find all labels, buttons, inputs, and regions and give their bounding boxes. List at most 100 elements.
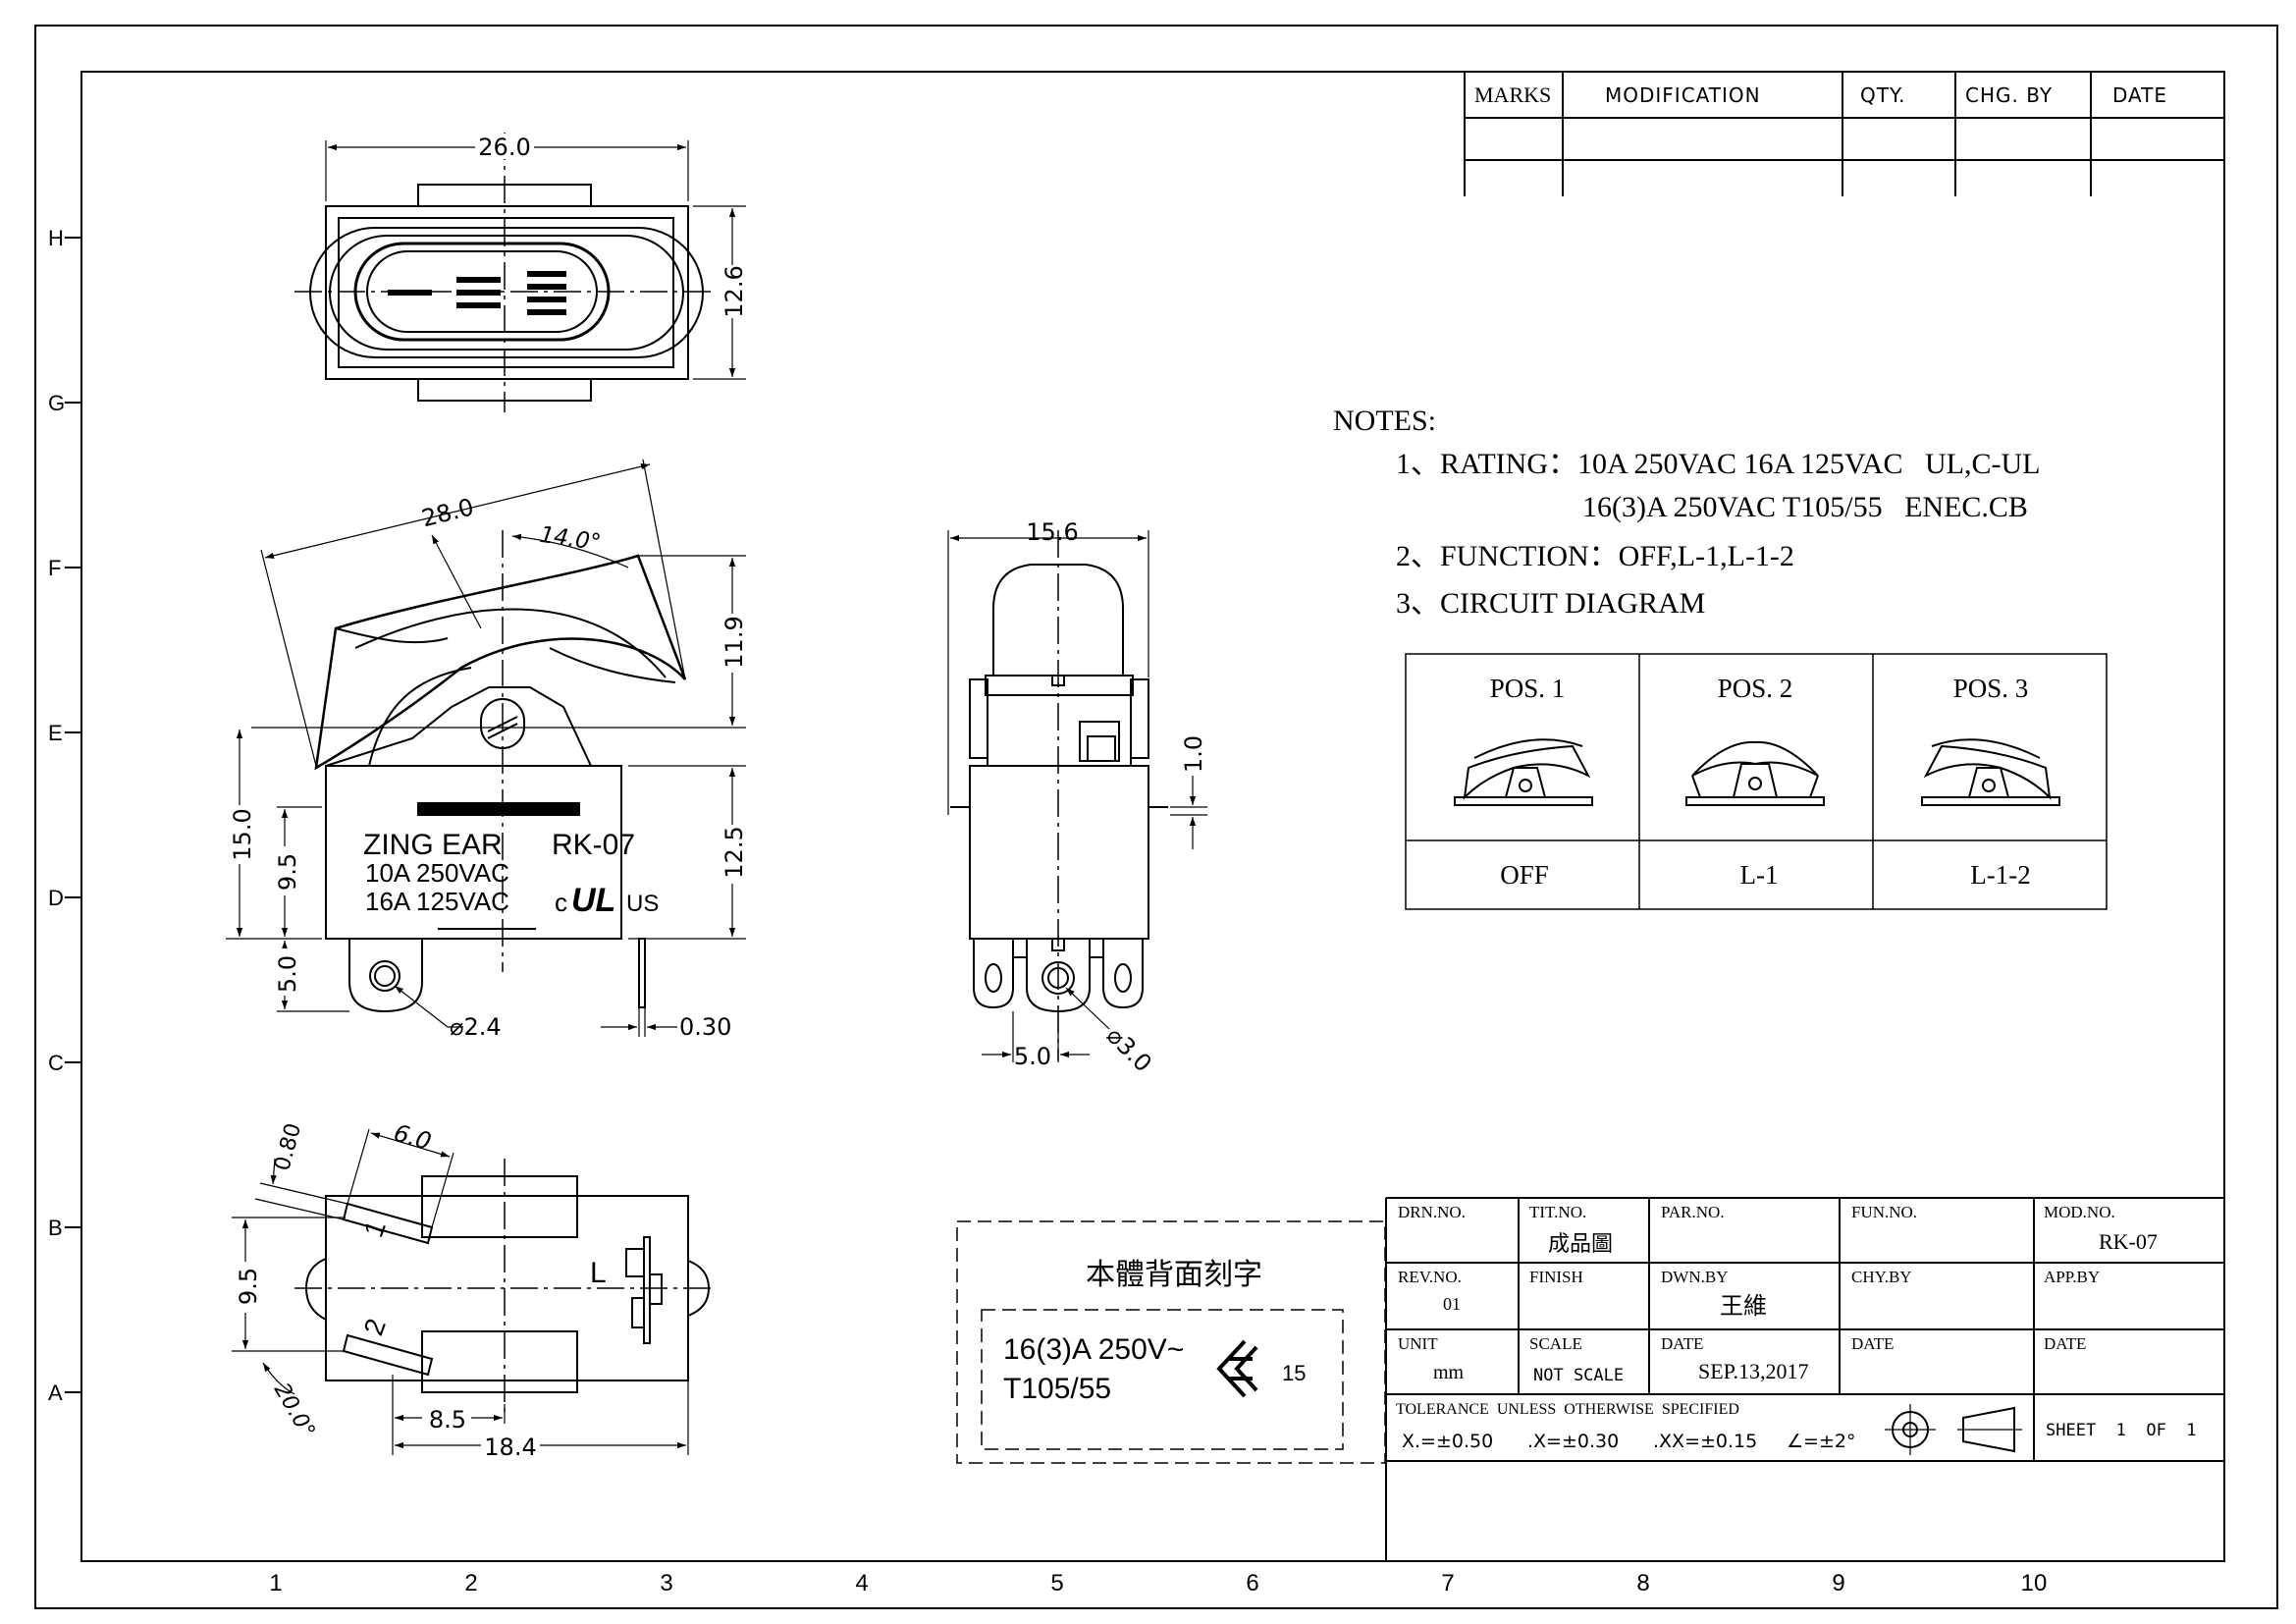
tb-finish-label: FINISH (1529, 1268, 1583, 1286)
tb-rev-no: 01 (1443, 1294, 1461, 1314)
back-marking-line-2: T105/55 (1003, 1373, 1111, 1405)
dim-front-pitch: 5.0 (1014, 1043, 1051, 1070)
grid-row-d: D (48, 886, 64, 910)
tb-tit-no-label: TIT.NO. (1529, 1203, 1586, 1221)
state-l-1: L-1 (1740, 860, 1779, 890)
dim-side-hole: ⌀2.4 (450, 1013, 502, 1041)
dim-bottom-pin-width: 6.0 (391, 1119, 434, 1156)
tb-mod-no: RK-07 (2099, 1229, 2158, 1254)
note-rating-2: 16(3)A 250VAC T105/55 ENEC.CB (1582, 491, 2028, 523)
dim-side-angle: 14.0° (538, 522, 603, 556)
dim-bottom-angle: 20.0° (269, 1380, 320, 1442)
title-block-labels: DRN.NO. TIT.NO. PAR.NO. FUN.NO. MOD.NO. … (1398, 1203, 2115, 1353)
ul-us-mark: US (626, 891, 659, 917)
note-circuit: 3、CIRCUIT DIAGRAM (1396, 587, 1705, 620)
side-view (226, 459, 746, 1037)
outer-frame (34, 25, 2278, 1609)
dim-bottom-spacing: 9.5 (235, 1268, 262, 1305)
tb-tol-angle: ∠=±2° (1787, 1431, 1855, 1452)
note-function: 2、FUNCTION：OFF,L-1,L-1-2 (1396, 540, 1794, 572)
tb-tolerance-title: TOLERANCE UNLESS OTHERWISE SPECIFIED (1396, 1401, 1739, 1418)
grid-col-4: 4 (855, 1570, 868, 1597)
tb-scale-label: SCALE (1529, 1334, 1582, 1353)
bottom-view (232, 1128, 717, 1455)
enec-mark-number: 15 (1282, 1361, 1306, 1385)
grid-row-a: A (48, 1380, 63, 1405)
tb-date3-label: DATE (2044, 1334, 2086, 1353)
label-model: RK-07 (552, 829, 635, 861)
dim-top-width: 26.0 (478, 134, 530, 161)
enec-mark-icon (1216, 1339, 1258, 1398)
tb-date2-label: DATE (1851, 1334, 1894, 1353)
dim-side-mid-height: 9.5 (274, 853, 301, 891)
state-l-1-2: L-1-2 (1970, 860, 2030, 890)
notes-title: NOTES: (1333, 405, 1436, 437)
tb-chy-by-label: CHY.BY (1851, 1268, 1912, 1286)
grid-col-1: 1 (269, 1570, 282, 1597)
grid-col-6: 6 (1246, 1570, 1258, 1597)
title-block-values: 成品圖 RK-07 01 王維 mm NOT SCALE SEP.13,2017 (1433, 1229, 2158, 1385)
ul-c-mark: c (555, 888, 567, 917)
dim-front-width: 15.6 (1026, 518, 1078, 546)
grid-col-labels: 1 2 3 4 5 6 7 8 9 10 (269, 1570, 2047, 1597)
dim-side-length: 28.0 (419, 493, 477, 532)
tb-tol-x: X.=±0.50 (1402, 1431, 1493, 1452)
grid-col-5: 5 (1050, 1570, 1063, 1597)
grid-row-labels: H G F E D C B A (48, 226, 81, 1405)
inner-frame (80, 71, 2225, 1562)
tb-tol-xx: .X=±0.30 (1527, 1431, 1619, 1452)
label-rating-2: 16A 125VAC (365, 887, 509, 916)
grid-row-b: B (48, 1216, 63, 1240)
label-brand: ZING EAR (363, 829, 503, 861)
rev-header-date: DATE (2112, 83, 2167, 107)
rev-header-qty: QTY. (1860, 83, 1905, 107)
pos-3-rocker-icon (1921, 738, 2060, 806)
dim-side-body-height: 12.5 (721, 826, 748, 878)
state-off: OFF (1500, 860, 1549, 890)
dim-side-total-height: 15.0 (229, 808, 256, 860)
dim-side-tab-height: 5.0 (274, 955, 301, 993)
circuit-diagram-labels: POS. 1 POS. 2 POS. 3 OFF L-1 L-1-2 (1490, 674, 2031, 890)
pin-2-label: 2 (358, 1315, 392, 1339)
front-view (947, 530, 1207, 1062)
grid-col-10: 10 (2021, 1570, 2048, 1597)
back-marking-title: 本體背面刻字 (1086, 1258, 1262, 1292)
dim-front-offset: 1.0 (1180, 735, 1207, 773)
pos-2-rocker-icon (1685, 740, 1825, 806)
ul-logo-icon: UL (571, 882, 615, 919)
tb-dwn-by: 王維 (1720, 1292, 1767, 1320)
notes: NOTES: 1、RATING：10A 250VAC 16A 125VAC UL… (1333, 405, 2040, 620)
tb-par-no-label: PAR.NO. (1661, 1203, 1725, 1221)
dim-top-height: 12.6 (721, 265, 748, 317)
pos-2-label: POS. 2 (1718, 674, 1793, 703)
tb-unit: mm (1433, 1362, 1465, 1383)
grid-row-h: H (48, 226, 64, 250)
grid-col-7: 7 (1441, 1570, 1454, 1597)
pos-1-label: POS. 1 (1490, 674, 1566, 703)
revision-table: MARKS MODIFICATION QTY. CHG. BY DATE (1464, 72, 2224, 196)
tb-tit-no: 成品圖 (1548, 1232, 1613, 1257)
rev-header-chg-by: CHG. BY (1965, 83, 2053, 107)
grid-col-3: 3 (660, 1570, 672, 1597)
tb-mod-no-label: MOD.NO. (2044, 1203, 2115, 1221)
tb-date1-label: DATE (1661, 1334, 1703, 1353)
grid-row-c: C (48, 1051, 64, 1075)
dim-side-rocker-height: 11.9 (721, 616, 748, 668)
grid-row-e: E (48, 721, 63, 745)
grid-row-g: G (48, 391, 65, 415)
terminal-l-label: L (590, 1257, 607, 1289)
dim-bottom-b: 18.4 (484, 1434, 536, 1461)
tb-fun-no-label: FUN.NO. (1851, 1203, 1917, 1221)
dim-bottom-a: 8.5 (429, 1406, 466, 1434)
pos-3-label: POS. 3 (1953, 674, 2029, 703)
rev-header-modification: MODIFICATION (1605, 83, 1761, 107)
label-rating-1: 10A 250VAC (365, 858, 509, 888)
tb-scale: NOT SCALE (1533, 1366, 1624, 1385)
tb-drn-no-label: DRN.NO. (1398, 1203, 1466, 1221)
rev-header-marks: MARKS (1474, 82, 1551, 107)
tb-rev-no-label: REV.NO. (1398, 1268, 1462, 1286)
tb-dwn-by-label: DWN.BY (1661, 1268, 1728, 1286)
circuit-diagram-table (1405, 653, 2108, 910)
grid-col-9: 9 (1832, 1570, 1844, 1597)
note-rating-1: 1、RATING：10A 250VAC 16A 125VAC UL,C-UL (1396, 448, 2040, 480)
